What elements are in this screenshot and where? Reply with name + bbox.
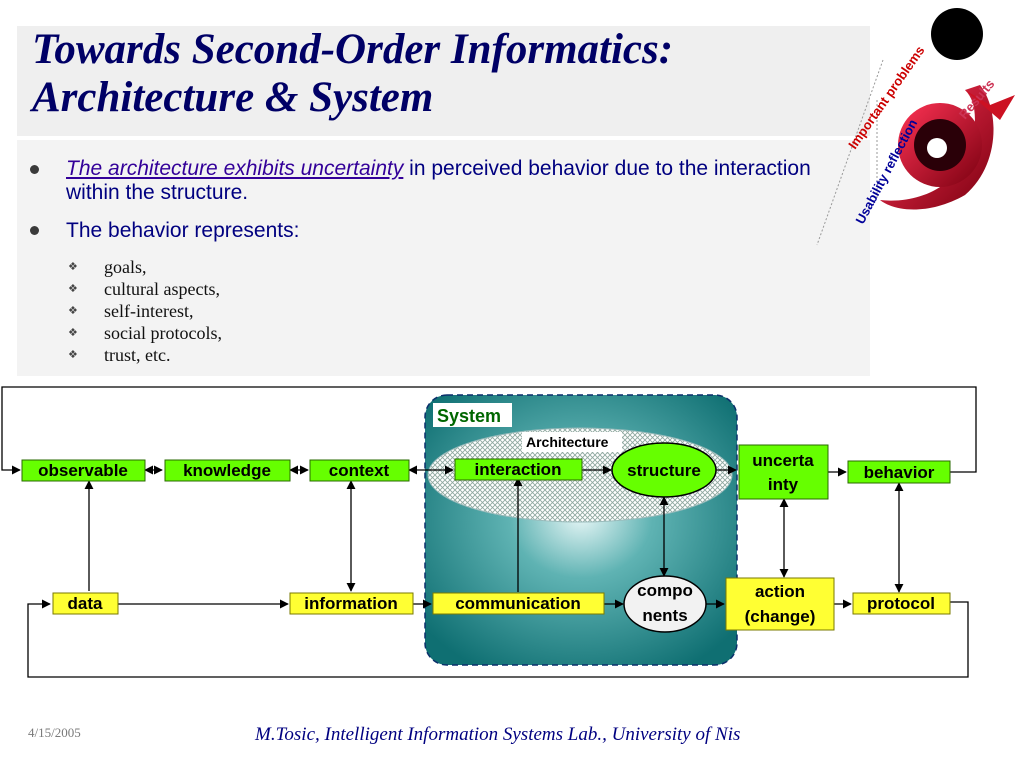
node-action-label-2: (change) xyxy=(745,607,816,626)
node-interaction-label: interaction xyxy=(475,460,562,479)
node-action-label-1: action xyxy=(755,582,805,601)
logo-white-center xyxy=(927,138,947,158)
footer-credit: M.Tosic, Intelligent Information Systems… xyxy=(255,724,741,745)
sub-bullet-5: trust, etc. xyxy=(104,345,171,365)
logo-red-arrowhead xyxy=(965,90,1015,120)
bullet-dot-1 xyxy=(30,165,39,174)
node-knowledge-label: knowledge xyxy=(183,461,271,480)
sub-bullet-diamond-icon: ❖ xyxy=(68,326,78,339)
node-knowledge: knowledge xyxy=(164,459,291,482)
sub-bullet-4: social protocols, xyxy=(104,323,222,343)
architecture-diagram: System Architecture observable knowledge… xyxy=(1,386,977,678)
logo-black-dot xyxy=(931,8,983,60)
node-components-label-2: nents xyxy=(642,606,687,625)
bullet-1-highlight[interactable]: The architecture exhibits uncertainty xyxy=(66,157,404,180)
node-behavior: behavior xyxy=(847,460,951,484)
node-components: compo nents xyxy=(623,575,707,633)
node-structure-label: structure xyxy=(627,461,701,480)
bullet-dot-2 xyxy=(30,226,39,235)
sub-bullet-diamond-icon: ❖ xyxy=(68,348,78,361)
sub-bullet-diamond-icon: ❖ xyxy=(68,282,78,295)
system-label: System xyxy=(437,406,501,426)
node-behavior-label: behavior xyxy=(864,463,935,482)
sub-bullet-3: self-interest, xyxy=(104,301,194,321)
bullet-1: The architecture exhibits uncertainty in… xyxy=(66,157,856,205)
node-communication: communication xyxy=(432,592,605,615)
content-band xyxy=(17,140,870,376)
sub-bullet-diamond-icon: ❖ xyxy=(68,304,78,317)
logo-dashed-line xyxy=(816,59,884,246)
feedback-loop-bottom xyxy=(27,599,969,678)
node-context-label: context xyxy=(329,461,390,480)
system-label-box xyxy=(433,403,512,427)
node-uncertainty-label-2: inty xyxy=(768,475,799,494)
node-context: context xyxy=(309,459,410,482)
node-structure: structure xyxy=(611,442,717,498)
node-action: action (change) xyxy=(725,577,835,631)
node-protocol: protocol xyxy=(852,592,951,615)
architecture-label: Architecture xyxy=(526,434,609,450)
node-information-label: information xyxy=(304,594,398,613)
title-band xyxy=(17,26,870,136)
feedback-loop-top xyxy=(1,386,977,475)
node-data-label: data xyxy=(68,594,104,613)
slide-title: Towards Second-Order Informatics: Archit… xyxy=(32,26,862,122)
node-observable-label: observable xyxy=(38,461,128,480)
bullet-1-text: in perceived behavior due to the interac… xyxy=(66,157,811,204)
sub-bullet-diamond-icon: ❖ xyxy=(68,260,78,273)
bullet-2: The behavior represents: xyxy=(66,219,300,242)
node-protocol-label: protocol xyxy=(867,594,935,613)
node-uncertainty: uncerta inty xyxy=(738,444,829,500)
sub-bullet-2: cultural aspects, xyxy=(104,279,220,299)
node-communication-label: communication xyxy=(455,594,581,613)
sub-bullet-1: goals, xyxy=(104,257,147,277)
node-observable: observable xyxy=(21,459,146,482)
node-components-label-1: compo xyxy=(637,581,693,600)
footer-date: 4/15/2005 xyxy=(28,725,81,740)
node-information: information xyxy=(289,592,414,615)
node-data: data xyxy=(52,592,119,615)
node-uncertainty-label-1: uncerta xyxy=(752,451,814,470)
logo: Important problems Usability reflection … xyxy=(816,8,1015,246)
architecture-label-box xyxy=(522,432,622,452)
title-line-2: Architecture & System xyxy=(32,74,434,121)
node-interaction: interaction xyxy=(454,458,583,481)
title-line-1: Towards Second-Order Informatics: xyxy=(32,26,674,73)
